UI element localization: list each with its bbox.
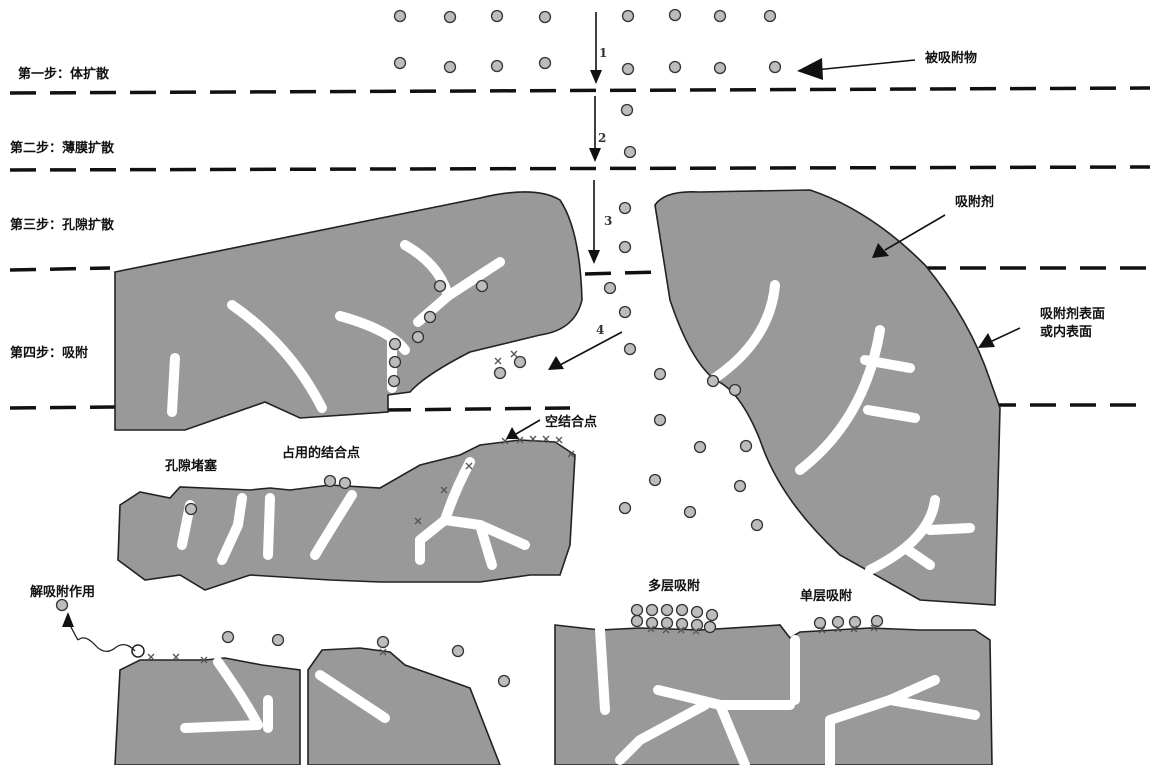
multilayer-label: 多层吸附	[648, 578, 700, 594]
empty-site-label: 空结合点	[545, 414, 597, 430]
adsorbent-label: 吸附剂	[955, 194, 994, 210]
step-number-1: 1	[599, 46, 607, 60]
boundary-line-2	[10, 167, 1150, 170]
monolayer-label: 单层吸附	[800, 588, 852, 604]
step-number-4: 4	[596, 323, 604, 337]
occupied-site-label: 占用的结合点	[282, 445, 360, 461]
adsorbent-particle-bottom-right	[555, 625, 992, 765]
step1-label: 第一步：体扩散	[18, 66, 110, 82]
adsorbent-surface-label-line2: 或内表面	[1040, 324, 1092, 340]
desorption-label: 解吸附作用	[29, 584, 95, 600]
boundary-line-4b	[385, 408, 570, 410]
step4-label: 第四步：吸附	[10, 345, 88, 361]
boundary-line-3b	[585, 272, 660, 274]
adsorbent-particle-right	[655, 190, 1000, 605]
adsorbent-particle-top-left	[115, 192, 582, 430]
pore-blocking-label: 孔隙堵塞	[165, 458, 218, 474]
adsorbent-surface-label-line1: 吸附剂表面	[1040, 306, 1105, 322]
step-number-3: 3	[604, 214, 612, 228]
boundary-line-1	[10, 88, 1150, 93]
step3-label: 第三步：孔隙扩散	[10, 217, 115, 233]
step2-label: 第二步：薄膜扩散	[10, 140, 115, 156]
step-number-2: 2	[598, 131, 606, 145]
boundary-line-4a	[10, 407, 120, 408]
adsorbent-particle-bottom-left	[115, 648, 500, 765]
adsorbate-label: 被吸附物	[924, 50, 977, 66]
step-labels: 第一步：体扩散 第二步：薄膜扩散 第三步：孔隙扩散 第四步：吸附	[10, 66, 115, 361]
boundary-line-3a	[10, 268, 110, 270]
